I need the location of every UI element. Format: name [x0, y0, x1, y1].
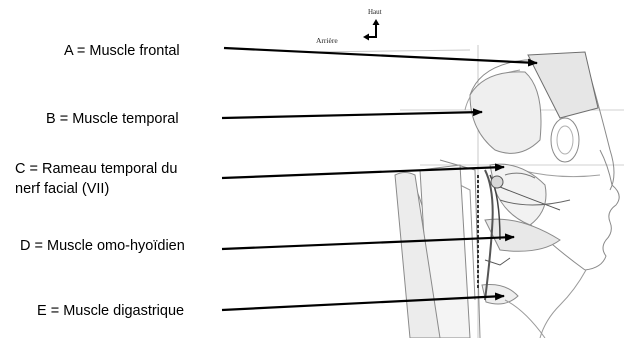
arrow-d: [222, 237, 514, 249]
arrow-e: [222, 296, 504, 310]
arrow-b: [222, 112, 482, 118]
arrow-c: [222, 167, 504, 178]
arrow-a: [224, 48, 537, 63]
